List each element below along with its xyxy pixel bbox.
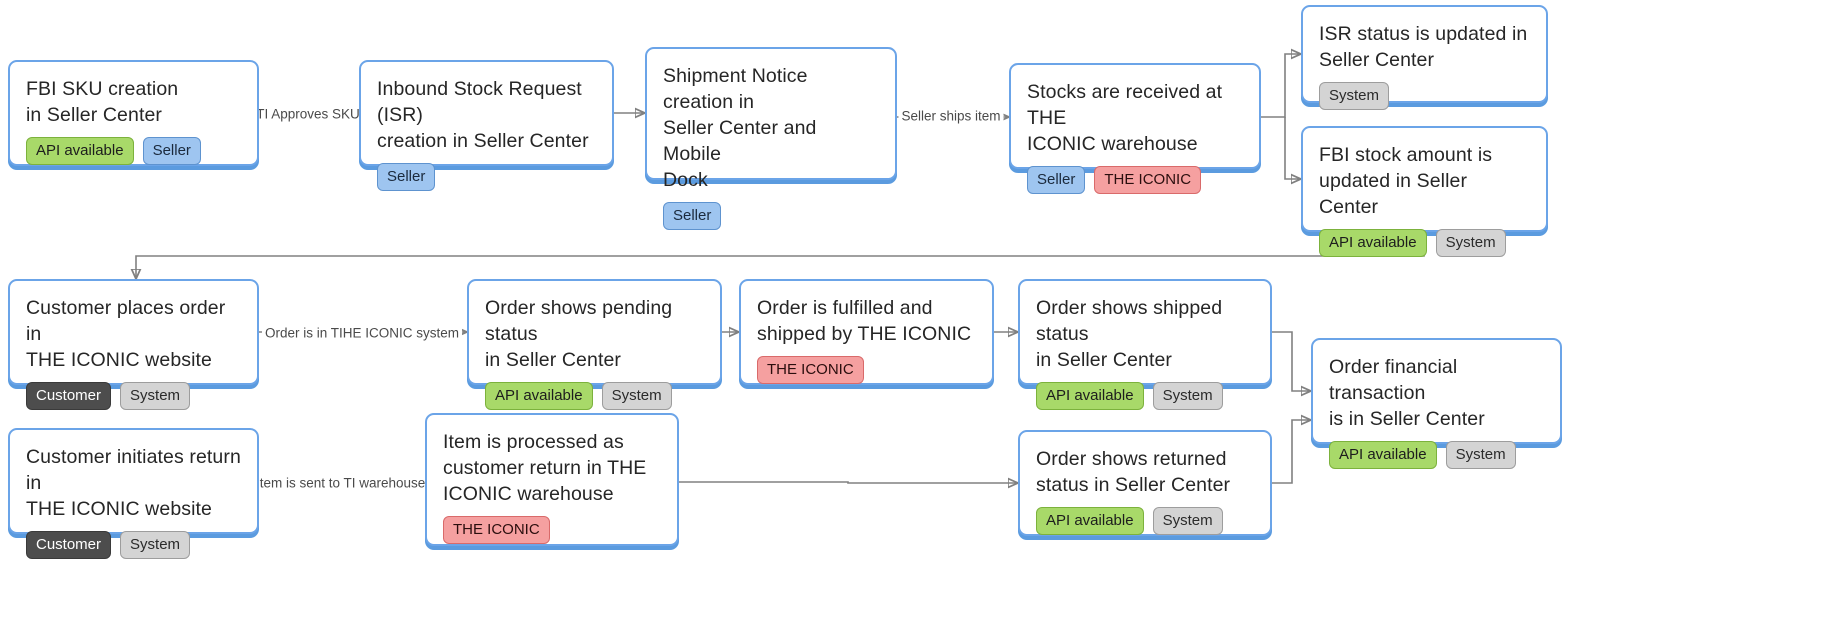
node-title: FBI SKU creation in Seller Center [26, 78, 179, 126]
tag-system: System [1152, 507, 1223, 535]
node-title: Customer initiates return in THE ICONIC … [26, 446, 241, 520]
edge-label-seller-ships-item: Seller ships item [898, 108, 1004, 124]
tag-the-iconic: THE ICONIC [443, 516, 550, 544]
node-title: FBI stock amount is updated in Seller Ce… [1319, 144, 1493, 218]
node-fbi-stock-amount-updated[interactable]: FBI stock amount is updated in Seller Ce… [1301, 126, 1548, 257]
node-title: Order shows shipped status in Seller Cen… [1036, 297, 1223, 371]
tag-seller: Seller [142, 137, 201, 165]
tag-api-available: API available [1036, 382, 1144, 410]
node-tags: API available System [1036, 382, 1254, 410]
node-tags: Seller [663, 202, 879, 230]
node-order-fulfilled-shipped[interactable]: Order is fulfilled and shipped by THE IC… [739, 279, 994, 385]
tag-seller: Seller [1027, 166, 1086, 194]
tag-system: System [1152, 382, 1223, 410]
node-tags: System [1319, 82, 1530, 110]
edge-stocks-to-fbi-stock [1284, 117, 1301, 179]
node-title: Shipment Notice creation in Seller Cente… [663, 65, 817, 191]
node-title: ISR status is updated in Seller Center [1319, 23, 1528, 71]
node-order-shipped-status[interactable]: Order shows shipped status in Seller Cen… [1018, 279, 1272, 410]
tag-system: System [1435, 229, 1506, 257]
node-tags: API available System [485, 382, 704, 410]
tag-seller: Seller [377, 163, 436, 191]
node-title: Item is processed as customer return in … [443, 431, 647, 505]
node-tags: API available Seller [26, 137, 241, 165]
tag-system: System [1319, 82, 1390, 110]
tag-api-available: API available [1329, 441, 1437, 469]
node-isr-status-updated[interactable]: ISR status is updated in Seller Center S… [1301, 5, 1548, 110]
node-shipment-notice-creation[interactable]: Shipment Notice creation in Seller Cente… [645, 47, 897, 230]
tag-customer: Customer [26, 382, 112, 410]
node-order-pending-status[interactable]: Order shows pending status in Seller Cen… [467, 279, 722, 410]
node-title: Order is fulfilled and shipped by THE IC… [757, 297, 972, 345]
tag-the-iconic: THE ICONIC [1094, 166, 1202, 194]
node-title: Inbound Stock Request (ISR) creation in … [377, 78, 589, 152]
node-tags: Customer System [26, 382, 241, 410]
node-tags: Customer System [26, 531, 241, 559]
edge-label-order-in-iconic-system: Order is in TIHE ICONIC system [261, 325, 463, 341]
edge-returned-to-financial [1272, 420, 1311, 484]
tag-seller: Seller [663, 202, 722, 230]
node-title: Order shows returned status in Seller Ce… [1036, 448, 1231, 496]
node-tags: THE ICONIC [443, 516, 661, 544]
node-title: Customer places order in THE ICONIC webs… [26, 297, 226, 371]
node-tags: API available System [1319, 229, 1530, 257]
node-tags: Seller THE ICONIC [1027, 166, 1243, 194]
node-title: Stocks are received at THE ICONIC wareho… [1027, 81, 1223, 155]
node-tags: API available System [1329, 441, 1544, 469]
node-customer-places-order[interactable]: Customer places order in THE ICONIC webs… [8, 279, 259, 410]
tag-system: System [601, 382, 672, 410]
tag-api-available: API available [1036, 507, 1144, 535]
node-tags: THE ICONIC [757, 356, 976, 384]
tag-customer: Customer [26, 531, 112, 559]
tag-api-available: API available [485, 382, 593, 410]
tag-api-available: API available [1319, 229, 1427, 257]
node-order-financial-transaction[interactable]: Order financial transaction is in Seller… [1311, 338, 1562, 469]
edge-stocks-to-isr-status [1261, 54, 1301, 118]
tag-api-available: API available [26, 137, 134, 165]
node-customer-initiates-return[interactable]: Customer initiates return in THE ICONIC … [8, 428, 259, 559]
node-stocks-received[interactable]: Stocks are received at THE ICONIC wareho… [1009, 63, 1261, 194]
node-title: Order financial transaction is in Seller… [1329, 356, 1485, 430]
node-fbi-sku-creation[interactable]: FBI SKU creation in Seller Center API av… [8, 60, 259, 166]
node-item-processed-return[interactable]: Item is processed as customer return in … [425, 413, 679, 546]
node-tags: Seller [377, 163, 596, 191]
edge-label-item-sent-to-warehouse: item is sent to TI warehouse [253, 475, 429, 491]
node-tags: API available System [1036, 507, 1254, 535]
edge-item-processed-to-returned [679, 482, 1018, 483]
node-isr-creation[interactable]: Inbound Stock Request (ISR) creation in … [359, 60, 614, 191]
tag-system: System [120, 531, 191, 559]
node-title: Order shows pending status in Seller Cen… [485, 297, 673, 371]
edge-shipped-to-financial [1272, 331, 1311, 391]
tag-system: System [1445, 441, 1516, 469]
tag-system: System [120, 382, 191, 410]
tag-the-iconic: THE ICONIC [757, 356, 864, 384]
edge-label-ti-approves-sku: TI Approves SKU [253, 106, 363, 122]
node-order-returned-status[interactable]: Order shows returned status in Seller Ce… [1018, 430, 1272, 536]
edge-fbi-stock-to-customer-order [136, 238, 1425, 279]
